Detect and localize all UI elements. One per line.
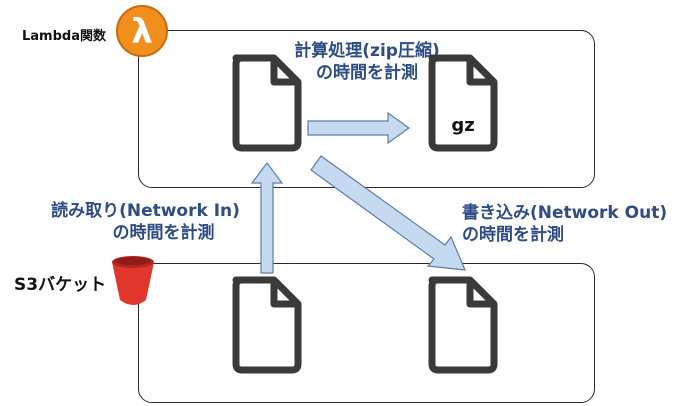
lambda-label: Lambda関数 (22, 29, 106, 44)
read-time-line1: 読み取り(Network In) (51, 201, 240, 221)
write-time-label: 書き込み(Network Out) の時間を計測 (462, 202, 667, 246)
read-time-line2: の時間を計測 (112, 223, 215, 243)
write-arrow (310, 155, 466, 271)
file-icon (432, 280, 494, 370)
compress-time-label: 計算処理(zip圧縮) の時間を計測 (272, 40, 462, 84)
file-icon (236, 58, 298, 148)
compress-time-line2: の時間を計測 (316, 63, 418, 83)
write-time-line2: の時間を計測 (462, 225, 564, 245)
gz-label: gz (451, 115, 474, 136)
read-time-label: 読み取り(Network In) の時間を計測 (38, 200, 253, 244)
aws-s3-bucket-icon (112, 256, 154, 305)
write-time-line1: 書き込み(Network Out) (462, 203, 668, 223)
lambda-function-box (138, 30, 595, 188)
s3-label: S3バケット (14, 275, 107, 295)
s3-bucket-box (138, 263, 595, 403)
compress-time-line1: 計算処理(zip圧縮) (294, 41, 440, 61)
file-icon (236, 280, 298, 370)
read-arrow (250, 162, 284, 274)
compress-arrow (307, 111, 411, 145)
aws-lambda-icon: λ (116, 5, 168, 57)
lambda-symbol: λ (131, 12, 153, 52)
